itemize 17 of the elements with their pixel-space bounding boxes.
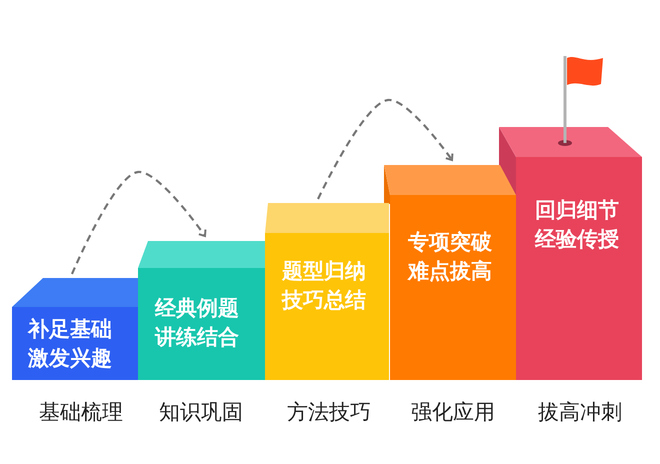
step-text: 难点拔高 bbox=[408, 258, 492, 285]
step-text: 经典例题 bbox=[155, 296, 239, 322]
step-text: 技巧总结 bbox=[282, 288, 366, 314]
step-label: 基础梳理 bbox=[39, 400, 123, 426]
step-text: 经验传授 bbox=[535, 227, 619, 253]
dashed-arrow bbox=[70, 170, 206, 274]
step-label: 强化应用 bbox=[411, 400, 495, 426]
step-text: 讲练结合 bbox=[155, 325, 239, 351]
dashed-arrow bbox=[317, 98, 454, 200]
step-text: 激发兴趣 bbox=[28, 346, 112, 372]
step-text: 回归细节 bbox=[535, 198, 619, 224]
step-text: 补足基础 bbox=[28, 316, 112, 343]
step-text: 专项突破 bbox=[408, 230, 492, 256]
step-label: 拔高冲刺 bbox=[538, 400, 622, 426]
step-text: 题型归纳 bbox=[282, 259, 366, 285]
step-label: 方法技巧 bbox=[287, 400, 371, 426]
step-label: 知识巩固 bbox=[159, 400, 243, 426]
